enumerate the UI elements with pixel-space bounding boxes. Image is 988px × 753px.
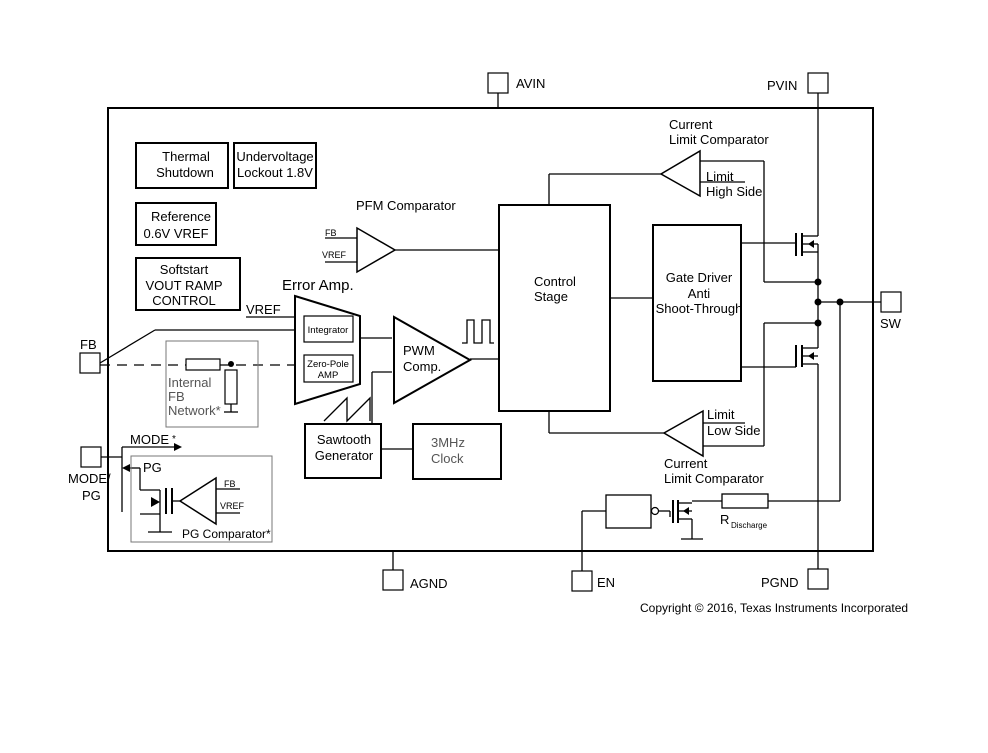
limit-ls-label-2: Low Side — [707, 423, 760, 438]
sawtooth-generator-block: Sawtooth Generator — [304, 423, 382, 479]
pwm-comparator: PWM Comp. — [393, 315, 499, 405]
pin-fb-label: FB — [80, 337, 97, 352]
pin-pvin: PVIN — [767, 72, 829, 94]
pin-agnd-label: AGND — [410, 576, 448, 591]
pg-label: PG — [143, 460, 162, 475]
softstart-block: Softstart VOUT RAMP CONTROL — [135, 257, 241, 311]
enable-discharge-circuit: R Discharge — [581, 493, 840, 571]
clock-label-2: Clock — [431, 451, 464, 466]
pin-agnd: AGND — [382, 551, 448, 591]
clim-bot-label-2: Limit Comparator — [664, 471, 764, 486]
softstart-label-1: Softstart — [160, 262, 209, 277]
sawtooth-label-2: Generator — [315, 448, 374, 463]
undervoltage-lockout-block: Undervoltage Lockout 1.8V — [233, 142, 317, 189]
pin-en: EN — [571, 570, 615, 592]
switch-node — [764, 278, 881, 501]
thermal-label-2: Shutdown — [156, 165, 214, 180]
fb-input-path — [99, 329, 295, 366]
control-stage-block: Control Stage — [498, 204, 611, 412]
pg-fb-label: FB — [224, 479, 236, 489]
clock-block: 3MHz Clock — [412, 423, 502, 480]
softstart-label-2: VOUT RAMP — [145, 278, 222, 293]
pfm-comparator-label: PFM Comparator — [356, 198, 456, 213]
copyright-text: Copyright © 2016, Texas Instruments Inco… — [640, 601, 908, 615]
error-amp-label: Error Amp. — [282, 277, 354, 294]
reference-block: Reference 0.6V VREF — [135, 202, 217, 246]
pwm-waveform-icon — [462, 319, 494, 344]
gate-label-2: Anti — [688, 286, 711, 301]
en-logic-block — [605, 494, 652, 529]
r-discharge-sub-label: Discharge — [731, 521, 768, 530]
clim-top-label-2: Limit Comparator — [669, 132, 769, 147]
mode-star-label: * — [172, 434, 176, 445]
current-limit-comparator-low: Limit Low Side Current Limit Comparator — [548, 323, 765, 486]
ic-outline — [107, 107, 874, 552]
pg-vref-label: VREF — [220, 501, 245, 511]
pin-sw: SW — [880, 291, 902, 331]
pg-comparator-label: PG Comparator* — [182, 527, 271, 541]
discharge-resistor — [721, 493, 769, 509]
control-label-2: Stage — [534, 289, 568, 304]
clock-label-1: 3MHz — [431, 435, 465, 450]
mode-pg-circuit: MODE * PG FB VREF PG Comparator* — [101, 432, 273, 543]
pin-fb: FB — [79, 337, 101, 374]
control-label-1: Control — [534, 274, 576, 289]
pin-mode-pg-label-1: MODE/ — [68, 471, 111, 486]
pwm-label-2: Comp. — [403, 359, 441, 374]
integrator-block — [303, 315, 354, 343]
pin-mode-pg-label-2: PG — [82, 488, 101, 503]
clim-top-label-1: Current — [669, 117, 713, 132]
current-limit-comparator-high: Current Limit Comparator Limit High Side — [548, 117, 769, 282]
pin-sw-label: SW — [880, 316, 902, 331]
pin-mode-pg: MODE/ PG — [68, 446, 111, 503]
sawtooth-label-1: Sawtooth — [317, 432, 371, 447]
zeropole-label-1: Zero-Pole — [307, 359, 349, 370]
pwm-label-1: PWM — [403, 343, 435, 358]
thermal-label-1: Thermal — [162, 149, 210, 164]
pfm-comparator: PFM Comparator FB VREF — [322, 198, 499, 274]
limit-hs-label-2: High Side — [706, 184, 762, 199]
low-side-mosfet — [741, 323, 819, 569]
pin-pvin-label: PVIN — [767, 78, 797, 93]
error-amplifier: Error Amp. VREF Integrator Zero-Pole AMP — [246, 277, 392, 406]
pin-pgnd: PGND — [761, 568, 829, 590]
high-side-mosfet — [741, 93, 819, 323]
softstart-label-3: CONTROL — [152, 293, 216, 308]
limit-hs-label-1: Limit — [706, 169, 734, 184]
fb-resistor-bottom — [224, 369, 238, 405]
gate-label-3: Shoot-Through — [656, 301, 743, 316]
gate-driver-block: Gate Driver Anti Shoot-Through — [652, 224, 743, 382]
internal-fb-label-2: FB — [168, 389, 185, 404]
sawtooth-to-pwm-path — [323, 371, 392, 424]
fb-resistor-top — [185, 358, 221, 371]
uvlo-label-2: Lockout 1.8V — [237, 165, 313, 180]
pin-pgnd-label: PGND — [761, 575, 799, 590]
clim-bot-label-1: Current — [664, 456, 708, 471]
pin-en-label: EN — [597, 575, 615, 590]
thermal-shutdown-block: Thermal Shutdown — [135, 142, 229, 189]
vref-erramp-label: VREF — [246, 302, 281, 317]
pin-avin-label: AVIN — [516, 76, 545, 91]
internal-fb-network: Internal FB Network* — [165, 340, 259, 428]
internal-fb-label-1: Internal — [168, 375, 211, 390]
mode-label: MODE — [130, 432, 169, 447]
uvlo-label-1: Undervoltage — [236, 149, 313, 164]
zero-pole-amp-block — [303, 354, 354, 383]
limit-ls-label-1: Limit — [707, 407, 735, 422]
zeropole-label-2: AMP — [318, 370, 339, 381]
pin-avin: AVIN — [487, 72, 545, 108]
reference-label-2: 0.6V VREF — [143, 226, 208, 241]
r-discharge-label: R — [720, 512, 729, 527]
pfm-vref-label: VREF — [322, 250, 347, 260]
integrator-label: Integrator — [308, 325, 349, 336]
pfm-fb-label: FB — [325, 228, 337, 238]
internal-fb-label-3: Network* — [168, 403, 221, 418]
reference-label-1: Reference — [151, 209, 211, 224]
gate-label-1: Gate Driver — [666, 270, 733, 285]
sawtooth-waveform-icon — [323, 396, 371, 423]
